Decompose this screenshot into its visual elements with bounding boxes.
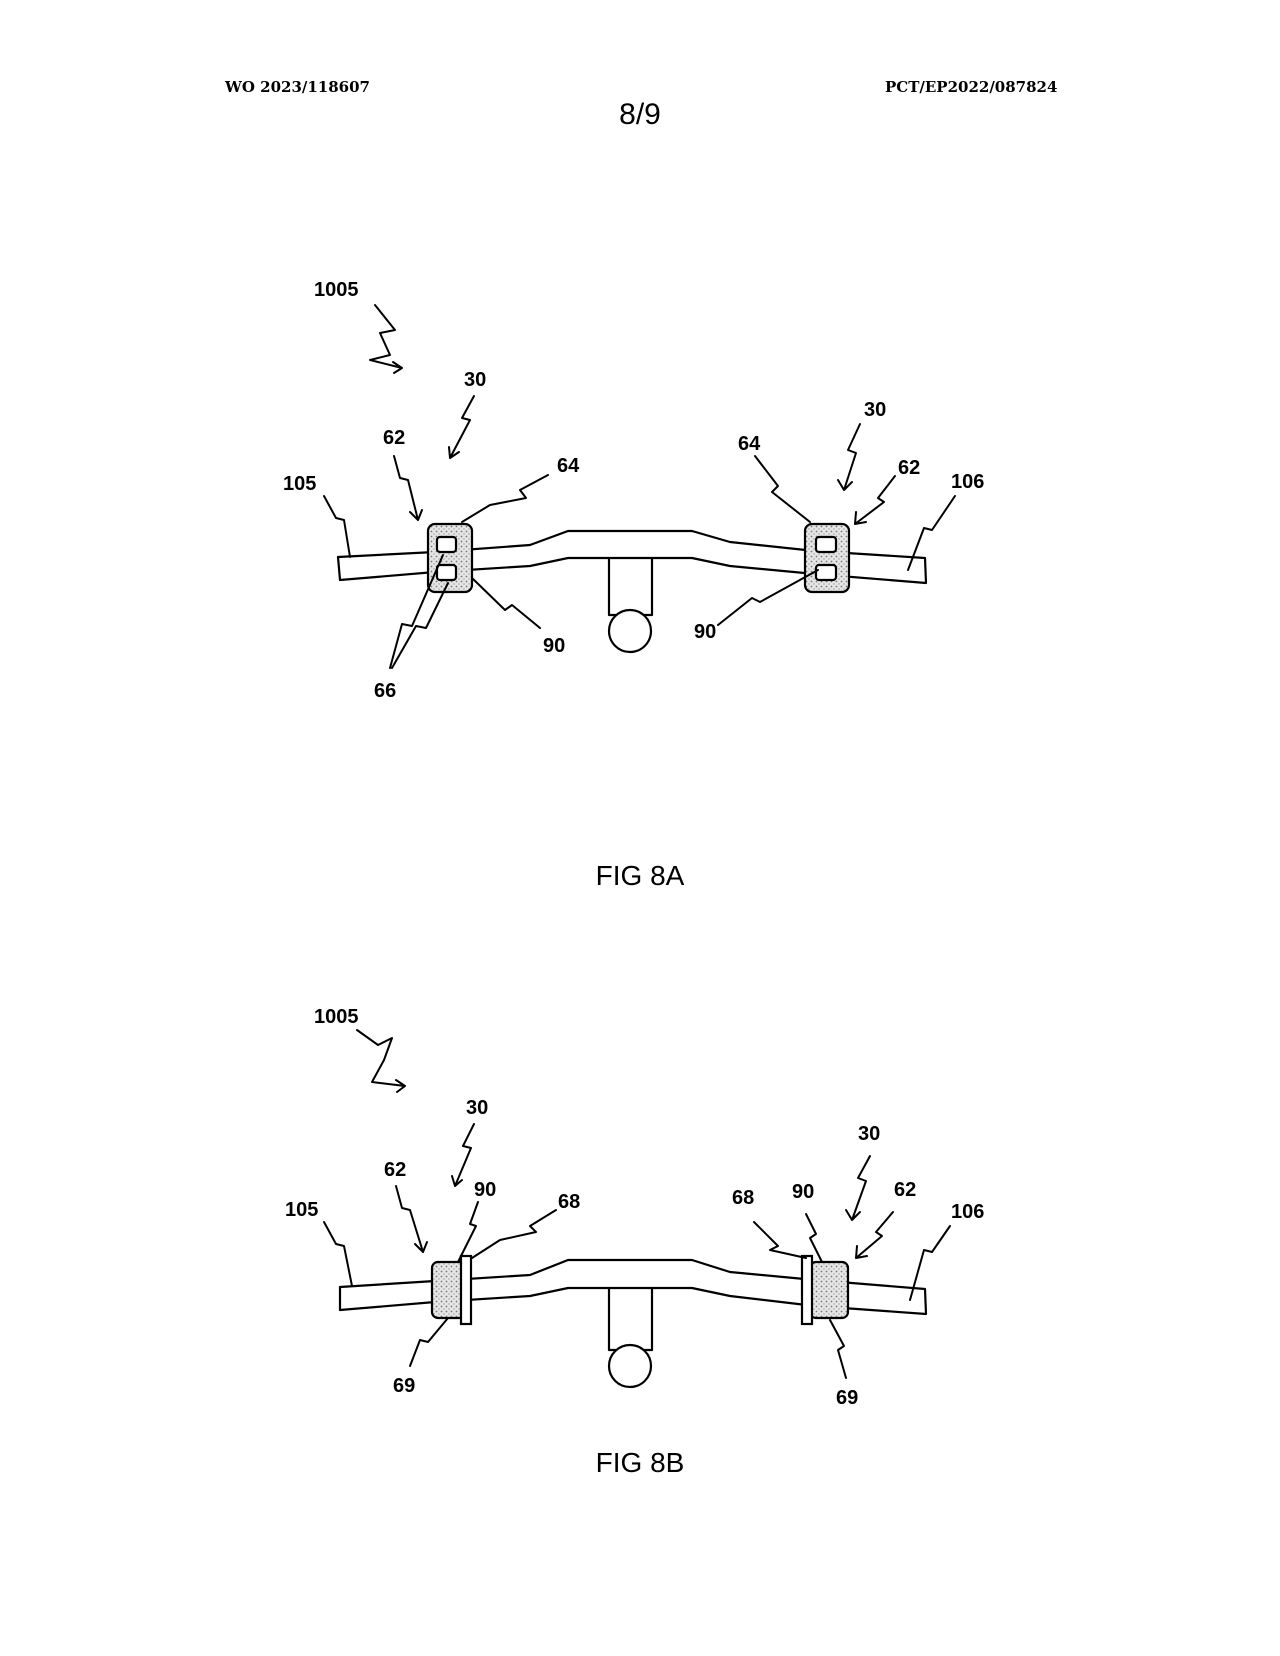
leader-90-right xyxy=(805,1213,823,1263)
leader-62-left xyxy=(395,1185,428,1253)
publication-number: WO 2023/118607 xyxy=(225,78,370,96)
label-62-left: 62 xyxy=(383,427,405,449)
label-105: 105 xyxy=(283,473,316,495)
leader-90-right xyxy=(717,569,819,626)
left-lower-button xyxy=(435,563,458,582)
label-90-left: 90 xyxy=(474,1179,496,1201)
label-90-left: 90 xyxy=(543,635,565,657)
label-90-right: 90 xyxy=(694,621,716,643)
caption-fig-8b: FIG 8B xyxy=(596,1447,685,1478)
stem xyxy=(607,1279,654,1352)
label-69-left: 69 xyxy=(393,1375,415,1397)
leader-62-right xyxy=(854,475,896,525)
leader-105 xyxy=(323,495,351,558)
leader-64-right xyxy=(754,455,811,523)
label-62-left: 62 xyxy=(384,1159,406,1181)
leader-68-right xyxy=(753,1221,807,1259)
caption-fig-8a: FIG 8A xyxy=(596,860,685,891)
leader-68-left xyxy=(471,1209,557,1259)
left-upper-button xyxy=(435,535,458,554)
figure-8a: 1005 30 62 64 105 66 90 64 30 62 106 90 … xyxy=(283,279,984,891)
label-90-right: 90 xyxy=(792,1181,814,1203)
label-30-right: 30 xyxy=(858,1123,880,1145)
handlebar xyxy=(338,1258,928,1316)
leader-30-left xyxy=(451,1123,475,1187)
label-1005: 1005 xyxy=(314,279,359,301)
leader-62-left xyxy=(393,455,423,521)
leader-62-right xyxy=(855,1211,894,1259)
label-69-right: 69 xyxy=(836,1387,858,1409)
figure-8b: 1005 30 62 90 68 105 69 68 90 30 62 106 … xyxy=(285,1006,984,1478)
leader-30-right xyxy=(845,1155,871,1221)
right-control-housing xyxy=(803,522,851,594)
sheet-number: 8/9 xyxy=(619,98,661,131)
leader-105 xyxy=(323,1221,353,1287)
right-flange xyxy=(800,1254,814,1326)
stem-clamp-circle xyxy=(607,608,653,654)
application-number: PCT/EP2022/087824 xyxy=(885,78,1058,96)
label-106: 106 xyxy=(951,1201,984,1223)
label-62-right: 62 xyxy=(894,1179,916,1201)
leader-30-right xyxy=(837,423,861,491)
leader-90-left xyxy=(471,577,541,629)
stem-clamp-circle xyxy=(607,1343,653,1389)
left-control-housing xyxy=(426,522,474,594)
label-66: 66 xyxy=(374,680,396,702)
handlebar xyxy=(336,529,928,585)
label-68-right: 68 xyxy=(732,1187,754,1209)
leader-106 xyxy=(909,1225,951,1301)
label-105: 105 xyxy=(285,1199,318,1221)
label-106: 106 xyxy=(951,471,984,493)
right-control-housing xyxy=(808,1260,850,1320)
right-lower-button xyxy=(814,563,838,582)
label-30-right: 30 xyxy=(864,399,886,421)
stem xyxy=(607,550,654,617)
left-flange xyxy=(459,1254,473,1326)
leader-66-a xyxy=(389,554,444,669)
leader-69-right xyxy=(829,1319,847,1379)
label-30-left: 30 xyxy=(466,1097,488,1119)
right-upper-button xyxy=(814,535,838,554)
label-64-right: 64 xyxy=(738,433,761,455)
label-64-left: 64 xyxy=(557,455,580,477)
leader-1005 xyxy=(356,1029,406,1093)
leader-69-left xyxy=(409,1317,449,1367)
label-62-right: 62 xyxy=(898,457,920,479)
leader-30-left xyxy=(448,395,475,459)
leader-64-left xyxy=(461,474,549,523)
label-1005: 1005 xyxy=(314,1006,359,1028)
leader-66-b xyxy=(391,582,449,669)
leader-106 xyxy=(907,495,956,571)
label-68-left: 68 xyxy=(558,1191,580,1213)
leader-1005 xyxy=(369,304,403,374)
leader-90-left xyxy=(457,1201,479,1263)
label-30-left: 30 xyxy=(464,369,486,391)
